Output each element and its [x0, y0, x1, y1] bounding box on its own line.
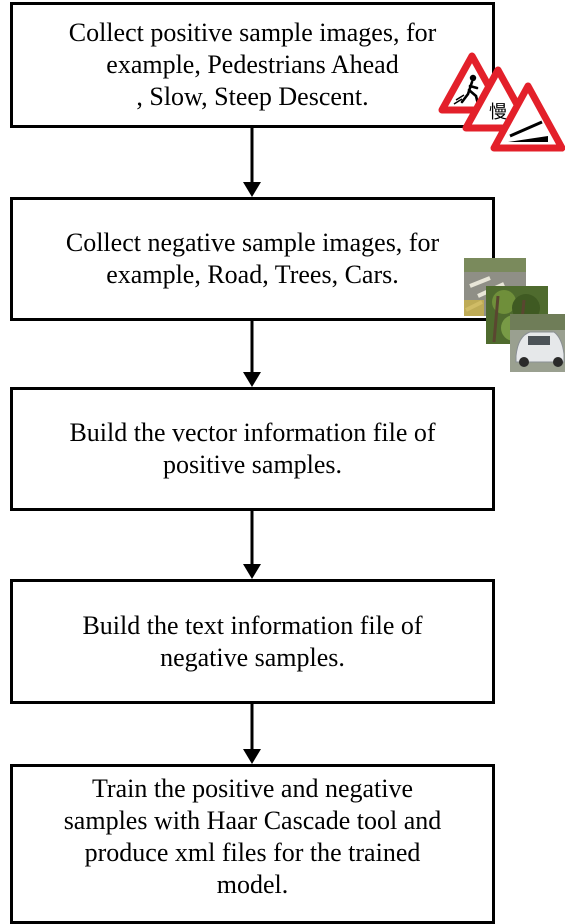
- step-text-line: Collect negative sample images, for: [65, 228, 440, 257]
- step-text-line: model.: [216, 870, 289, 899]
- arrow-3: [243, 511, 261, 579]
- steep-descent-sign-icon: [490, 82, 565, 152]
- step-text-line: produce xml files for the trained: [84, 838, 421, 867]
- step-text-line: Train the positive and negative: [91, 774, 414, 803]
- step-text-line: example, Road, Trees, Cars.: [106, 260, 399, 289]
- step-text-line: Build the vector information file of: [69, 418, 436, 447]
- step-build-text-box: Build the text information file of negat…: [10, 579, 495, 704]
- step-text-line: , Slow, Steep Descent.: [136, 82, 369, 111]
- positive-samples-signs-image: 慢: [438, 52, 565, 152]
- arrow-1: [243, 128, 261, 197]
- slow-sign-glyph: 慢: [489, 102, 507, 123]
- car-photo-icon: [510, 314, 565, 372]
- step-text-line: samples with Haar Cascade tool and: [63, 806, 442, 835]
- negative-samples-photos-image: [464, 258, 565, 372]
- step-text-line: positive samples.: [162, 450, 343, 479]
- step-train-box: Train the positive and negative samples …: [10, 764, 495, 924]
- step-text-line: example, Pedestrians Ahead: [106, 50, 399, 79]
- arrow-4: [243, 704, 261, 764]
- arrow-2: [243, 321, 261, 387]
- step-collect-positive-box: Collect positive sample images, for exam…: [10, 2, 495, 128]
- step-text-line: negative samples.: [160, 642, 345, 672]
- step-collect-negative-box: Collect negative sample images, for exam…: [10, 197, 495, 321]
- step-text-line: Collect positive sample images, for: [68, 18, 437, 47]
- step-build-vector-box: Build the vector information file of pos…: [10, 387, 495, 511]
- step-text-line: Build the text information file of: [82, 610, 423, 640]
